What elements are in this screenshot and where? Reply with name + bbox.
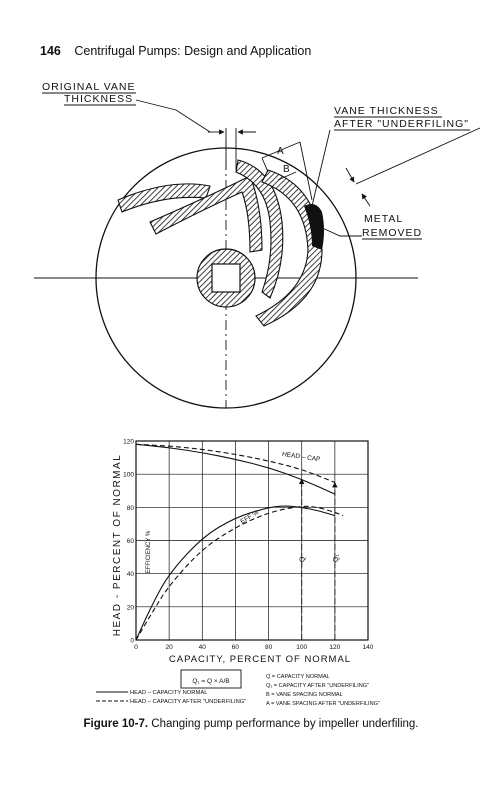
formula-box xyxy=(180,669,242,689)
impeller-diagram: ORIGINAL VANE THICKNESS VANE THICKNESS A… xyxy=(34,81,481,409)
label-removed: REMOVED xyxy=(362,227,422,239)
y-tick-label: 60 xyxy=(127,538,135,545)
shaft-keyway xyxy=(211,263,241,293)
performance-chart: 0 20 40 60 80 100 120 140 0 20 40 60 80 100 120 Q Q₁ H… xyxy=(112,439,374,666)
series-curve-3 xyxy=(135,505,336,641)
capacity-markers: Q Q₁ xyxy=(299,478,340,640)
x-tick-label: 60 xyxy=(232,644,240,651)
y-tick-label: 80 xyxy=(127,505,135,512)
running-title: Centrifugal Pumps: Design and Applicatio… xyxy=(74,44,312,58)
x-tick-labels: 0 20 40 60 80 100 120 140 xyxy=(134,644,374,651)
chart-legend: Q₁ = Q × A/B HEAD – CAPACITY NORMAL HEAD… xyxy=(96,669,380,707)
formula: Q₁ = Q × A/B xyxy=(192,678,229,685)
def-q1: Q₁ = CAPACITY AFTER "UNDERFILING" xyxy=(266,683,369,689)
capacity-marker-label: Q₁ xyxy=(333,554,340,562)
capacity-marker-label: Q xyxy=(300,556,307,562)
x-tick-label: 100 xyxy=(296,644,307,651)
x-tick-label: 140 xyxy=(363,644,374,651)
def-b: B = VANE SPACING NORMAL xyxy=(266,692,343,698)
page-number: 146 xyxy=(40,44,61,58)
x-tick-label: 20 xyxy=(166,644,174,651)
annotation-head-cap: HEAD – CAP xyxy=(282,451,321,463)
legend-after: HEAD – CAPACITY AFTER "UNDERFILING" xyxy=(130,699,246,705)
y-axis-label: HEAD - PERCENT OF NORMAL xyxy=(112,454,123,637)
vane-3 xyxy=(235,159,284,299)
vane-2 xyxy=(149,175,263,253)
running-header: 146 Centrifugal Pumps: Design and Applic… xyxy=(40,44,311,58)
x-tick-label: 120 xyxy=(329,644,340,651)
x-tick-label: 0 xyxy=(134,644,138,651)
x-tick-label: 80 xyxy=(265,644,273,651)
y-tick-label: 20 xyxy=(127,604,135,611)
y-tick-label: 0 xyxy=(130,638,134,645)
x-axis-label: CAPACITY, PERCENT OF NORMAL xyxy=(169,654,351,665)
label-spacing-a: A xyxy=(277,146,284,157)
label-original-thickness: THICKNESS xyxy=(64,93,133,105)
label-metal: METAL xyxy=(364,213,403,225)
def-q: Q = CAPACITY NORMAL xyxy=(266,674,330,680)
chart-grid xyxy=(135,440,369,641)
label-spacing-b: B xyxy=(283,164,290,175)
figure-caption-text: Changing pump performance by impeller un… xyxy=(151,718,419,730)
y-tick-label: 40 xyxy=(127,571,135,578)
figure-caption: Figure 10-7. Changing pump performance b… xyxy=(0,718,502,730)
def-a: A = VANE SPACING AFTER "UNDERFILING" xyxy=(266,701,380,707)
y-tick-label: 100 xyxy=(123,472,134,479)
y-tick-labels: 0 20 40 60 80 100 120 xyxy=(123,439,134,645)
efficiency-axis-label: EFFICIENCY % xyxy=(146,530,152,573)
label-original-vane: ORIGINAL VANE xyxy=(42,81,136,93)
metal-removed-zone xyxy=(304,204,324,250)
y-tick-label: 120 xyxy=(123,439,134,446)
chart-curves xyxy=(135,443,344,641)
figure-label: Figure 10-7. xyxy=(83,718,149,730)
label-after-underfiling: AFTER "UNDERFILING" xyxy=(334,118,469,130)
legend-normal: HEAD – CAPACITY NORMAL xyxy=(130,690,208,696)
x-tick-label: 40 xyxy=(199,644,207,651)
series-curve-1 xyxy=(135,443,336,495)
series-curve-2 xyxy=(135,443,336,483)
label-vane-thickness: VANE THICKNESS xyxy=(334,105,439,117)
series-curve-4 xyxy=(135,505,344,641)
